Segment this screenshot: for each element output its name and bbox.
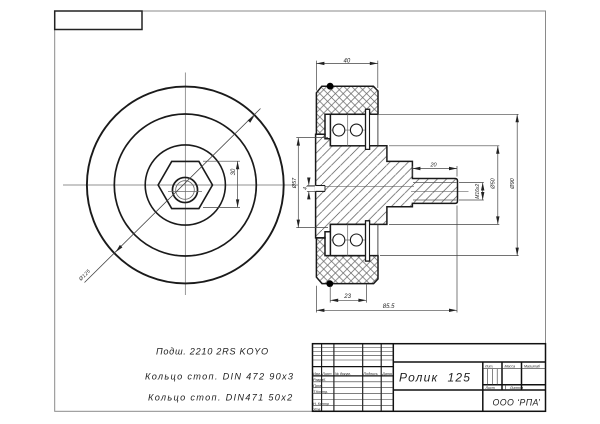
svg-text:Лист: Лист	[321, 372, 331, 376]
svg-text:Подш. 2210 2RS KOYO: Подш. 2210 2RS KOYO	[156, 347, 269, 357]
svg-text:20: 20	[429, 163, 437, 169]
svg-text:Ролик 125: Ролик 125	[399, 371, 471, 385]
svg-text:Ø57: Ø57	[292, 177, 298, 189]
svg-text:4: 4	[303, 187, 309, 190]
svg-text:23: 23	[343, 294, 351, 300]
svg-text:Ø90: Ø90	[510, 177, 516, 189]
svg-text:Масса: Масса	[505, 364, 516, 368]
svg-text:Лист: Лист	[485, 386, 495, 390]
svg-text:Лит.: Лит.	[484, 364, 493, 368]
svg-text:Подпись: Подпись	[364, 372, 378, 376]
svg-text:№ докум.: № докум.	[335, 372, 351, 376]
svg-text:Изм.: Изм.	[313, 372, 321, 376]
svg-text:Ø50: Ø50	[491, 177, 497, 189]
svg-text:85.5: 85.5	[383, 304, 395, 310]
svg-text:Н. Контр: Н. Контр	[313, 402, 329, 406]
svg-text:М16х2: М16х2	[475, 184, 481, 199]
svg-text:Листов: Листов	[509, 386, 523, 390]
svg-text:Разраб.: Разраб.	[313, 378, 326, 382]
svg-text:Кольцо стоп. DIN 472 90х3: Кольцо стоп. DIN 472 90х3	[145, 372, 294, 382]
svg-text:Масштаб: Масштаб	[524, 364, 541, 368]
svg-text:Т.Контр.: Т.Контр.	[313, 390, 328, 394]
svg-text:Утв.: Утв.	[313, 408, 321, 412]
svg-text:30: 30	[231, 168, 237, 175]
svg-text:Кольцо стоп. DIN471 50х2: Кольцо стоп. DIN471 50х2	[148, 393, 294, 403]
svg-text:ООО ‘РПА’: ООО ‘РПА’	[493, 398, 542, 408]
svg-text:Дата: Дата	[381, 372, 391, 376]
svg-text:40: 40	[344, 58, 351, 64]
svg-text:Пров.: Пров.	[313, 384, 322, 388]
